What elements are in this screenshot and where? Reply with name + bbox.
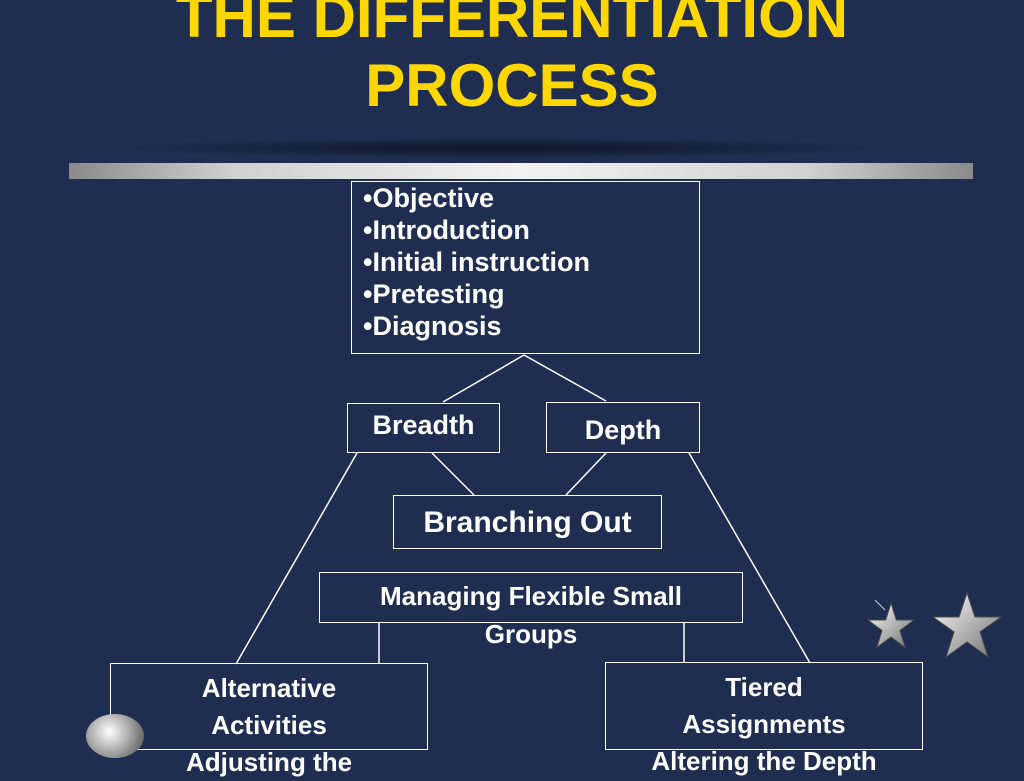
top-box-list: Objective Introduction Initial instructi… <box>363 182 699 342</box>
title-rule <box>69 163 973 179</box>
connector-breadth-to-branching <box>431 452 475 496</box>
list-item: Diagnosis <box>363 310 699 342</box>
list-item: Pretesting <box>363 278 699 310</box>
slide-title-line-1: THE DIFFERENTIATION <box>175 0 849 50</box>
tiered-line-2: Assignments <box>682 709 846 739</box>
decorative-stars <box>866 591 1003 659</box>
list-item: Objective <box>363 182 699 214</box>
connector-breadth-to-alternative <box>235 452 358 665</box>
managing-groups-line-2: Groups <box>484 619 578 649</box>
branching-out-box: Branching Out <box>393 495 662 549</box>
star-icon <box>931 591 1003 659</box>
list-item: Introduction <box>363 214 699 246</box>
breadth-label: Breadth <box>372 410 475 440</box>
alternative-line-2: Activities <box>211 710 327 740</box>
managing-groups-box: Managing Flexible Small Groups <box>319 572 743 649</box>
decorative-orb-icon <box>86 714 144 758</box>
managing-groups-line-1: Managing Flexible Small <box>380 581 682 611</box>
star-icon <box>866 599 916 649</box>
breadth-box: Breadth <box>347 403 500 453</box>
connector-top-to-breadth <box>442 354 525 403</box>
alternative-line-3: Adjusting the <box>185 747 353 777</box>
tiered-line-3: Altering the Depth <box>651 746 877 776</box>
depth-box: Depth <box>546 402 700 453</box>
connector-top-to-depth <box>523 354 607 402</box>
depth-label: Depth <box>584 415 662 445</box>
tiered-line-1: Tiered <box>725 672 803 702</box>
list-item: Initial instruction <box>363 246 699 278</box>
alternative-line-1: Alternative <box>201 673 337 703</box>
connector-depth-to-tiered <box>688 452 811 664</box>
title-rule-shadow <box>120 138 880 158</box>
top-box: Objective Introduction Initial instructi… <box>351 181 700 354</box>
slide-title-line-2: PROCESS <box>365 52 659 119</box>
alternative-activities-box: Alternative Activities Adjusting the <box>110 663 428 777</box>
branching-out-label: Branching Out <box>423 506 632 539</box>
connector-depth-to-branching <box>565 452 607 496</box>
